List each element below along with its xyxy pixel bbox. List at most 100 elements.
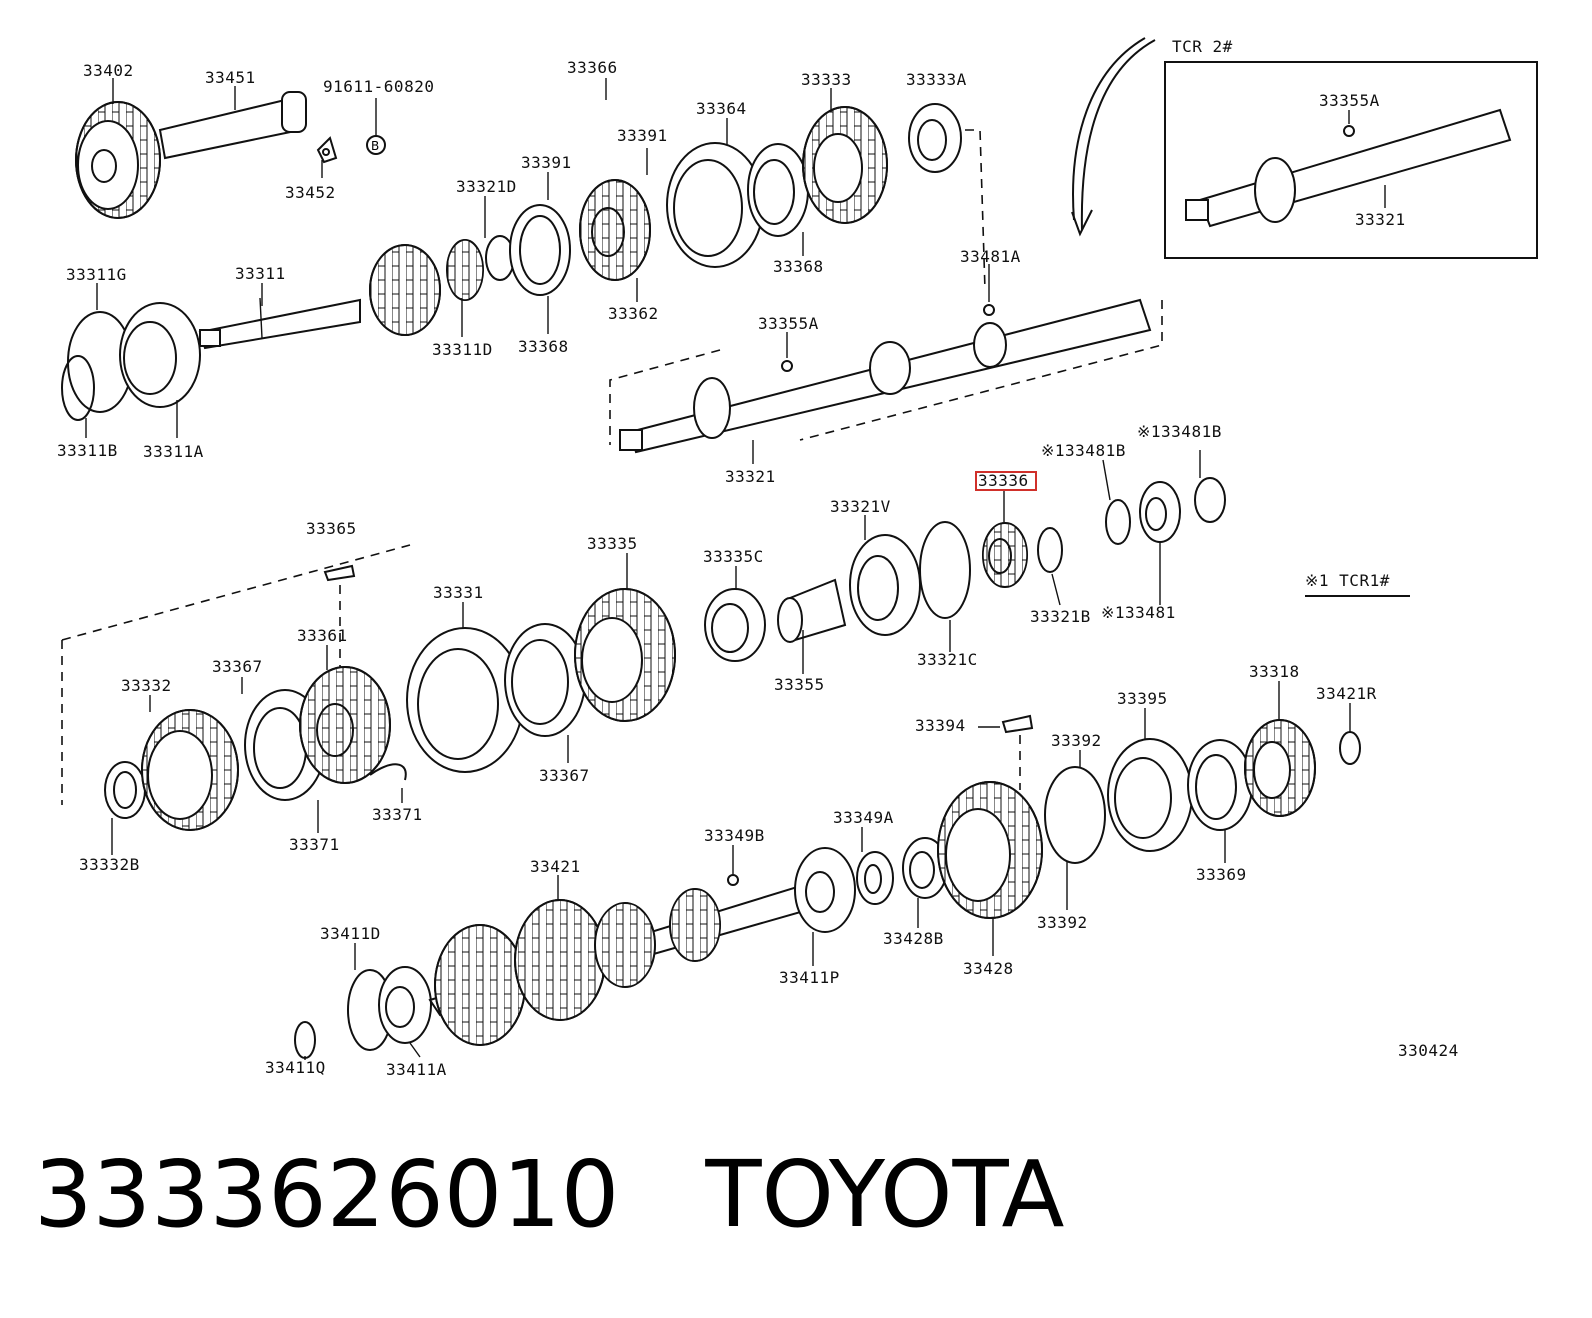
callout-33365: 33365 [306, 519, 357, 538]
key-33365 [323, 564, 356, 582]
key-33394 [1001, 714, 1034, 734]
callout-33402: 33402 [83, 61, 134, 80]
callout-33321D: 33321D [456, 177, 517, 196]
bearing-33311A [119, 302, 201, 408]
brand-name: TOYOTA [705, 1141, 1065, 1248]
callout-33428: 33428 [963, 959, 1014, 978]
callout-33355A: 33355A [1319, 91, 1380, 110]
callout-33349B: 33349B [704, 826, 765, 845]
callout-33364: 33364 [696, 99, 747, 118]
counter-gear-33421 [428, 878, 827, 1046]
needle-bearing-33333A [908, 103, 962, 173]
callout-33349A: 33349A [833, 808, 894, 827]
gear-33336 [982, 522, 1028, 588]
spring-33371 [369, 763, 407, 781]
bearing-33411P [794, 847, 856, 933]
shaft-33451 [158, 91, 307, 160]
callout-33411Q: 33411Q [265, 1058, 326, 1077]
gear-33335 [574, 588, 676, 722]
callout-133481B: ※133481B [1041, 441, 1126, 460]
callout-33361: 33361 [297, 626, 348, 645]
callout-33321B: 33321B [1030, 607, 1091, 626]
svg-text:B: B [371, 139, 379, 153]
callout-33355: 33355 [774, 675, 825, 694]
needle-bearing-33428B [902, 837, 948, 899]
callout-33394: 33394 [915, 716, 966, 735]
callout-133481B: ※133481B [1137, 422, 1222, 441]
bearing-33332B [104, 761, 146, 819]
hub-33361 [299, 666, 391, 784]
callout-33392: 33392 [1051, 731, 1102, 750]
bearing-33411A [378, 966, 432, 1044]
output-shaft-33321 [619, 298, 1152, 454]
bushing-33355 [777, 578, 847, 643]
callout-33311A: 33311A [143, 442, 204, 461]
callout-33421: 33421 [530, 857, 581, 876]
gear-33332 [141, 709, 239, 831]
washer-33349A [856, 851, 894, 905]
callout-33411P: 33411P [779, 968, 840, 987]
callout-33311G: 33311G [66, 265, 127, 284]
hub-33362 [579, 179, 651, 281]
snap-ring-133481B-a [1105, 499, 1131, 545]
callout-133481: ※133481 [1101, 603, 1176, 622]
callout-33335: 33335 [587, 534, 638, 553]
gear-33321V [849, 534, 921, 636]
snap-ring-33421R [1339, 731, 1361, 765]
callout-33481A: 33481A [960, 247, 1021, 266]
sleeve-33331 [406, 627, 524, 773]
callout-91611-60820: 91611-60820 [323, 77, 434, 96]
dashed-guide-upper [965, 129, 986, 291]
callout-labels: 33402 33451 91611-60820 33452 33366 3339… [57, 37, 1459, 1079]
callout-33411D: 33411D [320, 924, 381, 943]
dashed-box-left [609, 349, 721, 445]
gear-cluster-upper [369, 239, 484, 336]
bolt-symbol-B: B [366, 98, 386, 155]
callout-33367: 33367 [539, 766, 590, 785]
spring-33392 [1044, 766, 1106, 864]
callout-33391: 33391 [617, 126, 668, 145]
callout-33321V: 33321V [830, 497, 891, 516]
oil-hole-33481A [983, 304, 995, 316]
sync-ring-33367-right [504, 623, 586, 737]
callout-33311: 33311 [235, 264, 286, 283]
callout-33451: 33451 [205, 68, 256, 87]
callout-tcr2: TCR 2# [1172, 37, 1233, 56]
callout-33332B: 33332B [79, 855, 140, 874]
tcr2-inset [1071, 37, 1538, 259]
callout-33336: 33336 [978, 471, 1029, 490]
snap-ring-33321C [919, 521, 971, 619]
callout-33371: 33371 [372, 805, 423, 824]
callout-33367: 33367 [212, 657, 263, 676]
callout-33452: 33452 [285, 183, 336, 202]
callout-33362: 33362 [608, 304, 659, 323]
highlight-box-33336 [975, 471, 1037, 491]
key-plate-33452 [316, 136, 338, 164]
callout-33428B: 33428B [883, 929, 944, 948]
callout-33366: 33366 [567, 58, 618, 77]
callout-33332: 33332 [121, 676, 172, 695]
gear-33318 [1244, 719, 1316, 817]
callout-33331: 33331 [433, 583, 484, 602]
callout-33321: 33321 [1355, 210, 1406, 229]
callout-33311B: 33311B [57, 441, 118, 460]
callout-33368: 33368 [518, 337, 569, 356]
gear-33333 [802, 106, 888, 224]
dashed-box-right [799, 300, 1163, 441]
callout-33333: 33333 [801, 70, 852, 89]
sync-ring-33368-right [747, 143, 809, 237]
callout-330424: 330424 [1398, 1041, 1459, 1060]
input-shaft-33311 [198, 297, 361, 350]
callout-tcr1: ※1 TCR1# [1305, 571, 1390, 590]
callout-33321C: 33321C [917, 650, 978, 669]
snap-ring-133481B-b [1194, 477, 1226, 523]
gear-133481 [1139, 481, 1181, 543]
callout-33411A: 33411A [386, 1060, 447, 1079]
callout-33368: 33368 [773, 257, 824, 276]
callout-33335C: 33335C [703, 547, 764, 566]
callout-33333A: 33333A [906, 70, 967, 89]
oil-hole-33355A [781, 360, 793, 372]
callout-33391: 33391 [521, 153, 572, 172]
